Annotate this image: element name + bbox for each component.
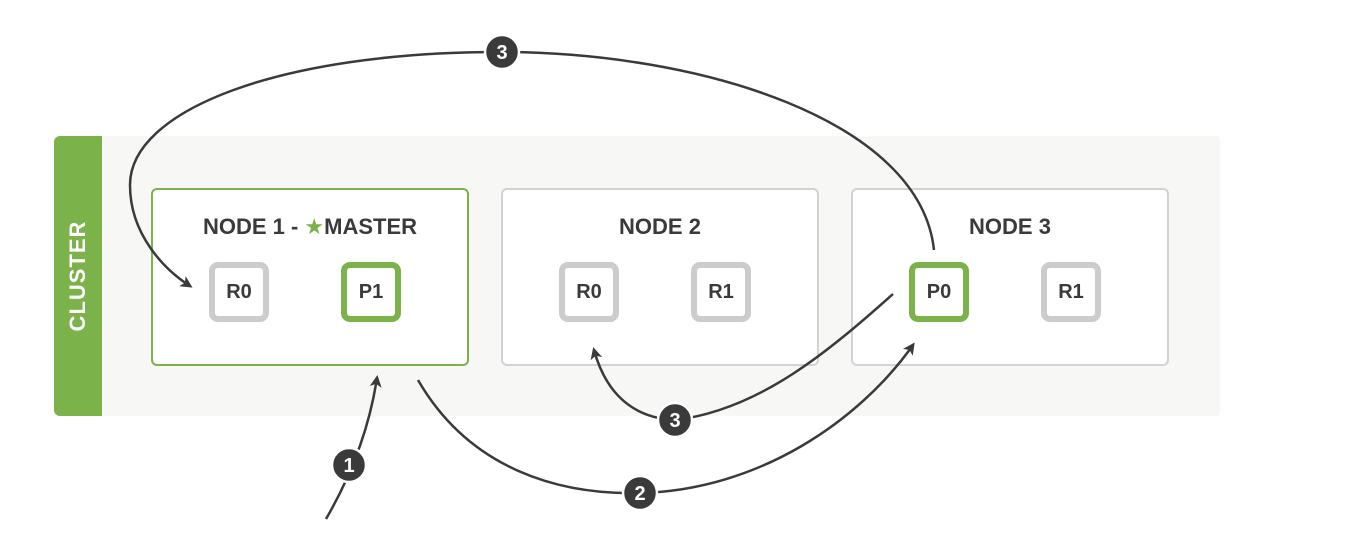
shard-label: R1	[1058, 280, 1084, 303]
shard-label: P0	[926, 280, 952, 303]
node-2-box: NODE 2 R0 R1	[501, 188, 819, 366]
shard-label: R0	[226, 280, 252, 303]
node-2-title: NODE 2	[619, 214, 701, 239]
step-badge-2: 2	[621, 474, 659, 512]
shard-r0-node-1: R0	[209, 262, 269, 322]
shard-label: R1	[708, 280, 734, 303]
star-icon: ★	[304, 214, 325, 239]
node-1-title: NODE 1 - ★MASTER	[153, 214, 467, 240]
node-3-title: NODE 3	[969, 214, 1051, 239]
step-number: 3	[496, 42, 507, 64]
node-1-title-text: NODE 1 -	[202, 214, 305, 239]
shard-p0-node-3: P0	[909, 262, 969, 322]
cluster-label: CLUSTER	[65, 220, 90, 332]
shard-r1-node-3: R1	[1041, 262, 1101, 322]
shard-r1-node-2: R1	[691, 262, 751, 322]
cluster-sidebar	[54, 136, 102, 416]
master-label: MASTER	[324, 214, 418, 239]
step-badge-1: 1	[330, 446, 368, 484]
step-number: 1	[343, 455, 354, 477]
shard-r0-node-2: R0	[559, 262, 619, 322]
node-1-box: NODE 1 - ★MASTER R0 P1	[151, 188, 469, 366]
step-badge-3-upper: 3	[483, 33, 521, 71]
shard-label: P1	[358, 280, 384, 303]
shard-p1-node-1: P1	[341, 262, 401, 322]
step-number: 2	[634, 483, 645, 505]
node-3-box: NODE 3 P0 R1	[851, 188, 1169, 366]
shard-label: R0	[576, 280, 602, 303]
